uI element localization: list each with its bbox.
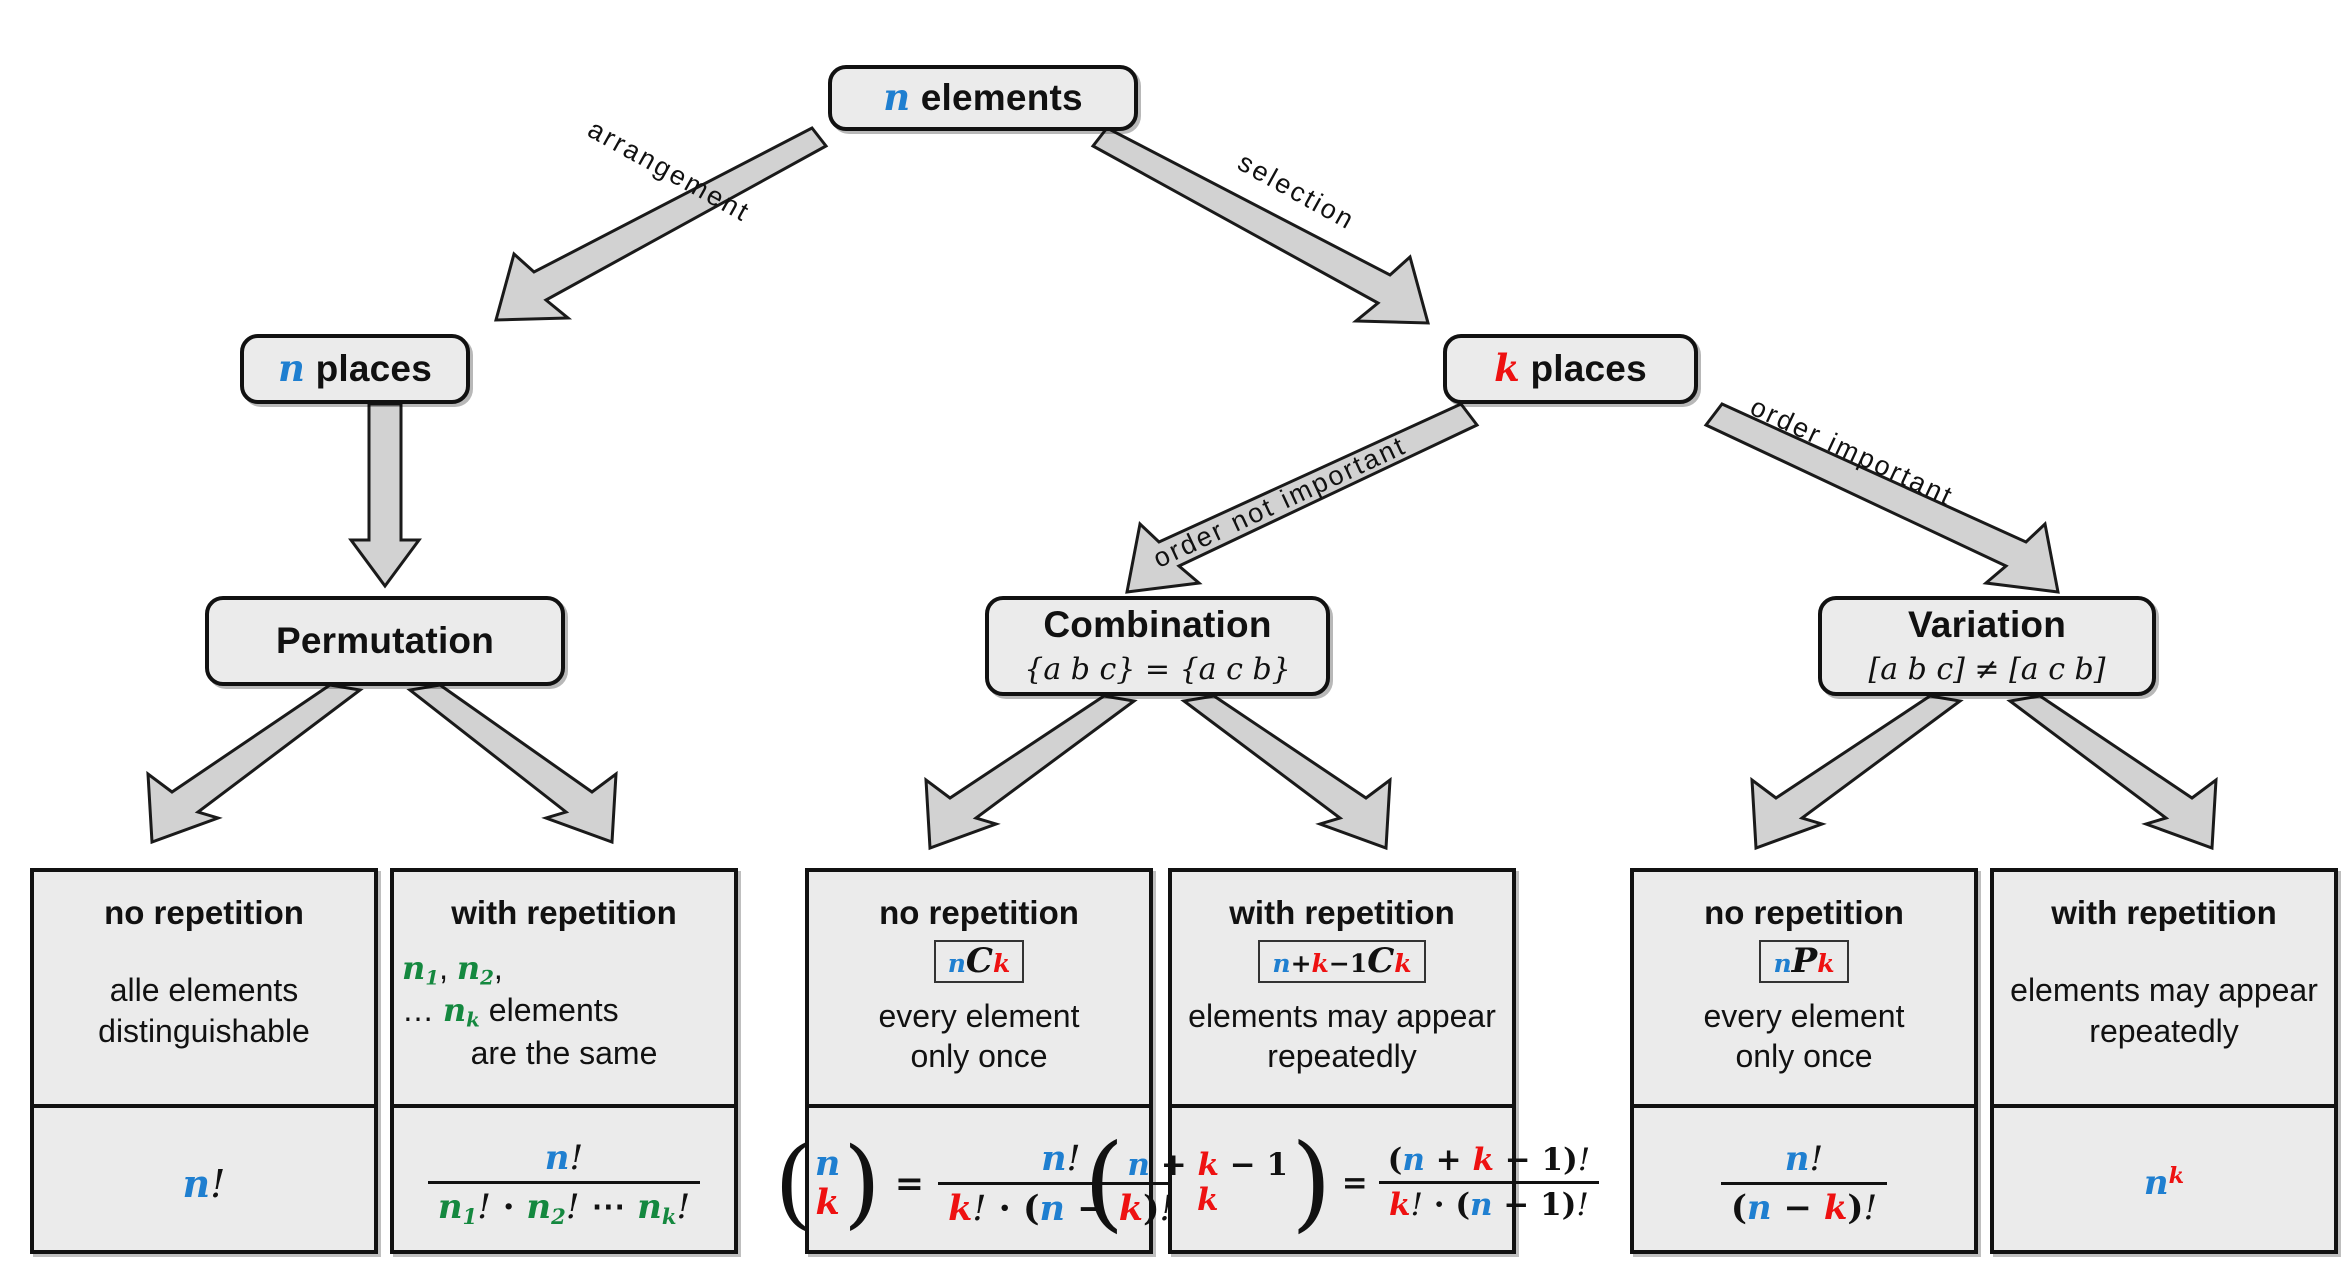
arrow-permutation-left bbox=[146, 683, 364, 845]
leaf-formula: n! (n − k)! bbox=[1634, 1104, 1974, 1258]
leaf-formula: nk bbox=[1994, 1104, 2334, 1258]
fraction-numerator: n! bbox=[544, 1137, 584, 1178]
node-variation-title: Variation bbox=[1907, 603, 2067, 645]
notation-badge-nCk: nCk bbox=[933, 939, 1025, 983]
node-k-places-title: k places bbox=[1494, 348, 1647, 390]
leaf-header: no repetition bbox=[879, 894, 1079, 931]
fraction: n! (n − k)! bbox=[1720, 1139, 1888, 1228]
node-combination-title: Combination bbox=[1043, 603, 1272, 645]
leaf-formula: n! n1! · n2! ⋯ nk! bbox=[394, 1104, 734, 1258]
leaf-description: n1, n2, … nk elements are the same bbox=[394, 932, 734, 1104]
fraction-denominator: n1! · n2! ⋯ nk! bbox=[427, 1180, 701, 1228]
leaf-combination-no-repetition[interactable]: no repetition nCk every element only onc… bbox=[774, 868, 1184, 1254]
leaf-formula: ( n + k − 1 k ) = (n + k − 1)! k! · (n −… bbox=[1084, 1104, 1599, 1258]
leaf-description-line: repeatedly bbox=[2089, 1012, 2239, 1049]
leaf-header-block: with repetition elements may appear repe… bbox=[1994, 872, 2334, 1104]
notation-badge-n-plus-k-minus-1-C-k: n+k−1Ck bbox=[1258, 939, 1426, 983]
leaf-description: alle elements distinguishable bbox=[90, 932, 318, 1104]
leaf-header: no repetition bbox=[1704, 894, 1904, 931]
arrow-combination-left bbox=[924, 694, 1138, 851]
leaf-description-line: every element bbox=[878, 997, 1080, 1034]
symbol-equals: = bbox=[1341, 1164, 1368, 1201]
binomial-coefficient: ( n k ) bbox=[774, 1126, 881, 1239]
leaf-description-line: only once bbox=[910, 1038, 1048, 1075]
arrow-combination-right bbox=[1180, 694, 1392, 851]
node-combination-subtitle: {a b c} = {a c b} bbox=[1024, 652, 1291, 688]
leaf-header: with repetition bbox=[2051, 894, 2277, 931]
binomial-coefficient: ( n + k − 1 k ) bbox=[1083, 1121, 1332, 1244]
arrow-selection bbox=[1090, 126, 1430, 325]
leaf-description-line: n1, n2, … nk elements bbox=[402, 948, 619, 1033]
arrow-arrangement bbox=[494, 126, 829, 322]
leaf-permutation-no-repetition[interactable]: no repetition alle elements distinguisha… bbox=[30, 868, 378, 1254]
node-n-elements-text: elements bbox=[910, 77, 1083, 119]
leaf-description-line: elements may appear bbox=[2010, 972, 2318, 1009]
leaf-formula: ( n k ) = n! k! · (n − k)! bbox=[774, 1104, 1184, 1258]
leaf-combination-with-repetition[interactable]: with repetition n+k−1Ck elements may app… bbox=[1084, 868, 1599, 1254]
symbol-equals: = bbox=[894, 1162, 925, 1204]
node-n-elements-title: n elements bbox=[883, 77, 1083, 119]
leaf-variation-with-repetition[interactable]: with repetition elements may appear repe… bbox=[1990, 868, 2338, 1254]
leaf-header-block: with repetition n1, n2, … nk elements ar… bbox=[394, 872, 734, 1104]
arrow-permutation-right bbox=[406, 683, 618, 845]
fraction: (n + k − 1)! k! · (n − 1)! bbox=[1378, 1142, 1601, 1223]
leaf-description: every element only once bbox=[871, 983, 1088, 1104]
arrow-variation-left bbox=[1750, 694, 1964, 851]
node-permutation[interactable]: Permutation bbox=[205, 596, 565, 686]
leaf-header: with repetition bbox=[1229, 894, 1455, 931]
leaf-description-line: alle elements bbox=[109, 972, 299, 1009]
arrow-n-places-to-permutation bbox=[348, 402, 422, 589]
node-k-places-text: places bbox=[1519, 348, 1647, 390]
notation-badge-nPk: nPk bbox=[1759, 939, 1849, 983]
node-variation[interactable]: Variation [a b c] ≠ [a c b] bbox=[1818, 596, 2156, 696]
symbol-n-sub-1: n1 bbox=[402, 948, 440, 990]
node-combination[interactable]: Combination {a b c} = {a c b} bbox=[985, 596, 1330, 696]
leaf-description-line: are the same bbox=[470, 1035, 658, 1072]
arrow-order-important bbox=[1703, 402, 2060, 594]
fraction: n! n1! · n2! ⋯ nk! bbox=[427, 1137, 701, 1228]
leaf-description: every element only once bbox=[1696, 983, 1913, 1104]
arrow-variation-right bbox=[2006, 694, 2218, 851]
symbol-n: n bbox=[278, 346, 306, 391]
node-variation-subtitle: [a b c] ≠ [a c b] bbox=[1868, 652, 2106, 688]
node-n-places-title: n places bbox=[278, 348, 432, 390]
symbol-n-sub-k: nk bbox=[442, 991, 480, 1033]
node-n-elements[interactable]: n elements bbox=[828, 65, 1138, 131]
leaf-description-line: repeatedly bbox=[1267, 1038, 1417, 1075]
node-permutation-title: Permutation bbox=[275, 619, 495, 661]
leaf-description: elements may appear repeatedly bbox=[2002, 932, 2326, 1104]
leaf-header: no repetition bbox=[104, 894, 304, 931]
fraction: n! k! · (n − k)! bbox=[938, 1138, 1184, 1229]
leaf-header-block: no repetition nCk every element only onc… bbox=[809, 872, 1149, 1104]
symbol-factorial: ! bbox=[210, 1161, 226, 1206]
power-expression: nk bbox=[2143, 1162, 2185, 1204]
leaf-formula: n! bbox=[34, 1104, 374, 1258]
leaf-description-line: distinguishable bbox=[98, 1012, 310, 1049]
leaf-header-block: no repetition nPk every element only onc… bbox=[1634, 872, 1974, 1104]
leaf-description: elements may appear repeatedly bbox=[1180, 983, 1504, 1104]
node-n-places[interactable]: n places bbox=[240, 334, 470, 404]
leaf-variation-no-repetition[interactable]: no repetition nPk every element only onc… bbox=[1630, 868, 1978, 1254]
leaf-header: with repetition bbox=[451, 894, 677, 931]
node-k-places[interactable]: k places bbox=[1443, 334, 1698, 404]
leaf-header-block: no repetition alle elements distinguisha… bbox=[34, 872, 374, 1104]
node-n-places-text: places bbox=[305, 348, 432, 390]
symbol-n-sub-2: n2 bbox=[456, 948, 494, 990]
arrow-order-not-important bbox=[1125, 402, 1480, 594]
symbol-n: n bbox=[182, 1160, 211, 1206]
leaf-permutation-with-repetition[interactable]: with repetition n1, n2, … nk elements ar… bbox=[390, 868, 738, 1254]
leaf-description-line: only once bbox=[1735, 1038, 1873, 1075]
leaf-header-block: with repetition n+k−1Ck elements may app… bbox=[1172, 872, 1512, 1104]
symbol-k: k bbox=[1494, 346, 1520, 391]
symbol-n: n bbox=[883, 75, 911, 120]
leaf-description-line: elements may appear bbox=[1188, 997, 1496, 1034]
leaf-description-line: every element bbox=[1703, 997, 1905, 1034]
